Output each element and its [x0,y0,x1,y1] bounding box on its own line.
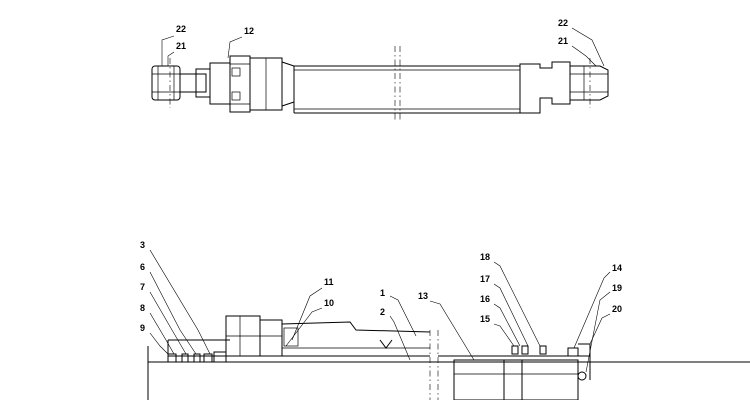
callout-3: 3 [140,240,145,250]
callout-13: 13 [418,291,428,301]
callout-10: 10 [324,298,334,308]
left-rod-eye [151,65,181,101]
barrel-neck [281,61,295,107]
callout-6: 6 [140,262,145,272]
callout-14: 14 [612,263,622,273]
piston-head-block [225,315,299,357]
rod-collar [195,68,211,98]
head-gland-block [209,55,283,113]
callout-11: 11 [324,277,334,287]
callout-2: 2 [380,307,385,317]
callout-7: 7 [140,282,145,292]
rear-bushing [438,343,591,400]
rod-groove [379,339,393,349]
cylinder-assembly-view: 22 21 12 22 21 [151,18,609,120]
cylinder-section-view: 3 6 7 8 9 11 10 1 2 13 18 17 16 15 14 19… [140,240,750,400]
callout-16: 16 [480,294,490,304]
callout-21-right: 21 [558,36,568,46]
callout-12: 12 [244,26,254,36]
callout-1: 1 [380,288,385,298]
callout-19: 19 [612,283,622,293]
piston-rod [281,321,431,333]
callout-22-right: 22 [558,18,568,28]
callout-8: 8 [140,303,145,313]
callout-15: 15 [480,314,490,324]
callout-17: 17 [480,274,490,284]
callout-22-left: 22 [176,24,186,34]
callout-18: 18 [480,252,490,262]
callout-9: 9 [140,323,145,333]
gland-seals [167,339,230,363]
callout-20: 20 [612,304,622,314]
callout-21-left: 21 [176,41,186,51]
piston-rod-left [179,73,207,93]
cylinder-barrel [293,65,520,114]
rear-end-cap [519,61,609,114]
